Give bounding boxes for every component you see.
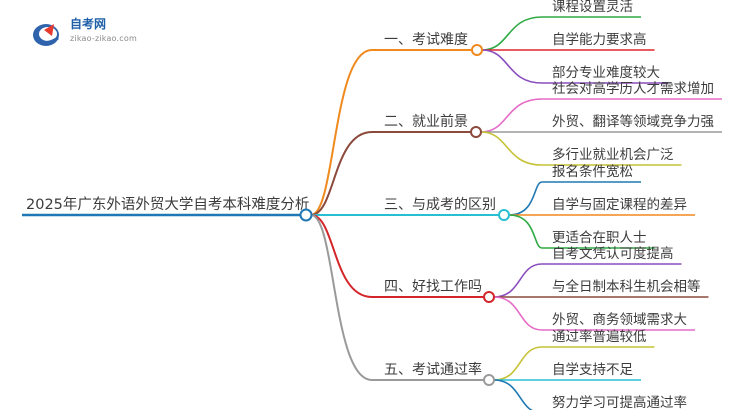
leaf-label: 自学支持不足 [552, 362, 633, 378]
logo-url: zikao-zikao.com [70, 34, 137, 43]
logo-name: 自考网 [70, 17, 107, 31]
leaf-label: 多行业就业机会广泛 [552, 146, 674, 163]
branch-connector [310, 131, 373, 216]
leaf-label: 自学能力要求高 [552, 31, 647, 48]
branch-label: 三、与成考的区别 [384, 197, 496, 213]
leaf-label: 外贸、翻译等领域竞争力强 [552, 113, 714, 130]
branch-node[interactable] [470, 126, 482, 138]
branch-label: 二、就业前景 [384, 113, 468, 130]
leaf-connector [493, 263, 543, 298]
leaf-connector [481, 16, 543, 51]
root-label: 2025年广东外语外贸大学自考本科难度分析 [26, 196, 309, 213]
branch-connector [310, 214, 373, 381]
leaf-label: 努力学习可提高通过率 [552, 394, 687, 410]
branch-connector [310, 214, 373, 298]
branch-connector [310, 49, 373, 216]
leaf-connector [493, 346, 543, 381]
branch-label: 五、考试通过率 [384, 361, 482, 378]
branch-node[interactable] [483, 291, 495, 303]
leaf-connector [493, 296, 543, 331]
branch-node[interactable] [471, 44, 483, 56]
leaf-label: 与全日制本科生机会相等 [552, 278, 701, 295]
root-node[interactable] [299, 208, 313, 222]
leaf-label: 报名条件宽松 [552, 163, 633, 180]
logo-mark-icon [33, 24, 59, 46]
leaf-connector [493, 379, 534, 410]
leaf-connector [508, 181, 543, 216]
leaf-connector [481, 49, 543, 84]
leaf-connector [508, 214, 543, 249]
branch-node[interactable] [498, 209, 510, 221]
leaf-label: 课程设置灵活 [552, 0, 633, 15]
site-logo[interactable]: 自考网 zikao-zikao.com [28, 14, 158, 54]
branch-label: 四、好找工作吗 [384, 279, 482, 295]
leaf-label: 自学与固定课程的差异 [552, 197, 687, 213]
leaf-label: 更适合在职人士 [552, 230, 647, 246]
leaf-label: 外贸、商务领域需求大 [552, 312, 687, 328]
branch-node[interactable] [483, 374, 495, 386]
leaf-label: 部分专业难度较大 [552, 65, 660, 81]
leaf-label: 自考文凭认可度提高 [552, 245, 674, 262]
leaf-label: 社会对高学历人才需求增加 [552, 80, 714, 97]
branch-label: 一、考试难度 [384, 32, 468, 48]
leaf-label: 通过率普遍较低 [552, 328, 647, 345]
leaf-connector [480, 131, 543, 166]
leaf-connector [480, 98, 543, 133]
